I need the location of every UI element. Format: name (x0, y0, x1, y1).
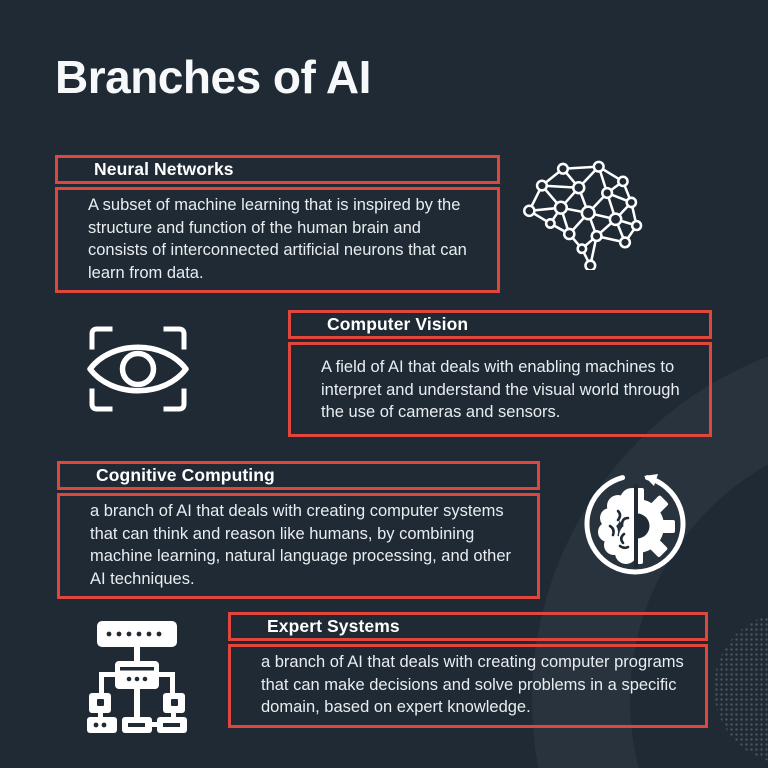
section-neural-networks: Neural Networks A subset of machine lear… (55, 155, 500, 293)
computer-vision-title-box: Computer Vision (288, 310, 712, 339)
neural-networks-description: A subset of machine learning that is ins… (88, 196, 467, 282)
eye-scan-icon (86, 322, 190, 416)
cognitive-computing-title: Cognitive Computing (96, 465, 275, 485)
section-cognitive-computing: Cognitive Computing a branch of AI that … (57, 461, 540, 599)
expert-systems-title: Expert Systems (267, 616, 400, 636)
section-expert-systems: Expert Systems a branch of AI that deals… (228, 612, 708, 728)
neural-networks-title-box: Neural Networks (55, 155, 500, 184)
cognitive-computing-description-box: a branch of AI that deals with creating … (57, 493, 540, 599)
expert-systems-title-box: Expert Systems (228, 612, 708, 641)
cognitive-computing-description: a branch of AI that deals with creating … (90, 502, 512, 588)
neural-networks-title: Neural Networks (94, 159, 234, 179)
brain-gear-cycle-icon (580, 466, 690, 576)
neural-networks-description-box: A subset of machine learning that is ins… (55, 187, 500, 293)
computer-vision-description-box: A field of AI that deals with enabling m… (288, 342, 712, 437)
expert-systems-description-box: a branch of AI that deals with creating … (228, 644, 708, 728)
computer-vision-title: Computer Vision (327, 314, 469, 334)
brain-network-icon (523, 158, 645, 270)
section-computer-vision: Computer Vision A field of AI that deals… (288, 310, 712, 437)
cognitive-computing-title-box: Cognitive Computing (57, 461, 540, 490)
expert-systems-description: a branch of AI that deals with creating … (261, 653, 684, 716)
page-title: Branches of AI (55, 51, 371, 103)
computer-vision-description: A field of AI that deals with enabling m… (321, 358, 680, 421)
hierarchy-flowchart-icon (87, 621, 187, 733)
